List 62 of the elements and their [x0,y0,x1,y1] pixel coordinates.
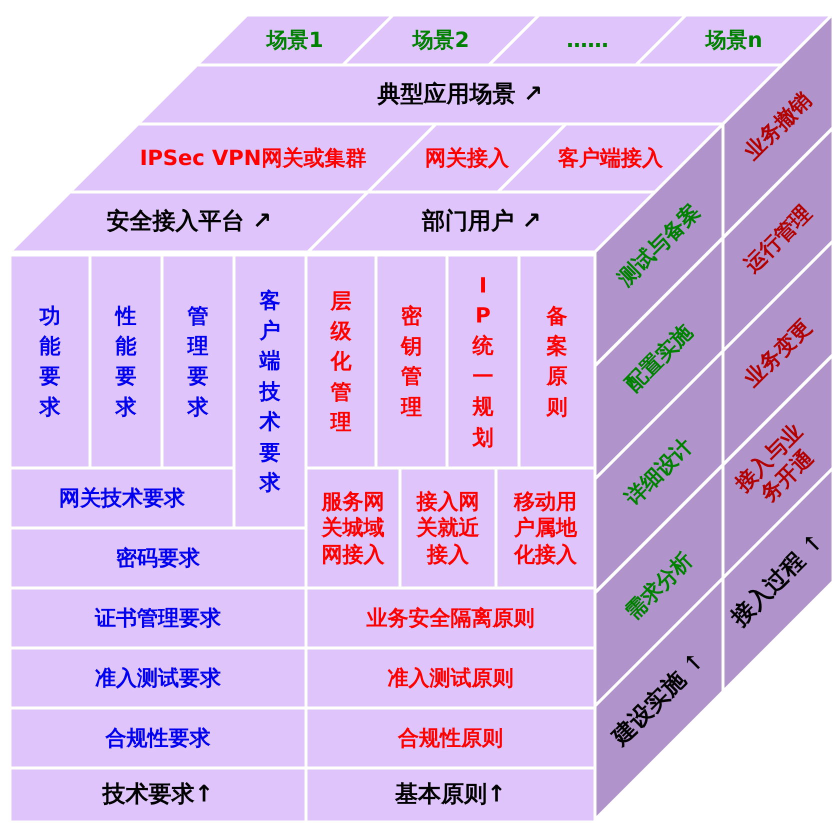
cell-label: 场景1 [266,26,324,54]
cell-label: 业务安全隔离原则 [366,604,534,632]
cube-front-cell [496,468,595,588]
cell-label: 部门用户 ↗ [422,208,542,236]
cube-front-cell [162,255,234,468]
cell-label: 功能要求 [38,302,62,421]
cube-front-cell [519,255,595,468]
cell-label: 准入测试原则 [388,664,514,692]
cell-label: 建设实施 ↑ [606,646,712,752]
cell-label: IPSec VPN网关或集群 [140,144,366,172]
cell-label: 服务网关城域网接入 [320,488,386,568]
cell-label: 配置实施 [620,319,698,398]
cube-front-cell [447,255,519,468]
cube-front-cell [306,588,595,648]
cube-front-cell [306,648,595,708]
cell-label: 网关接入 [425,144,509,172]
cube-front-cell [90,255,162,468]
cell-label: 客户端技术要求 [258,286,282,497]
cell-label: IP统一规划 [472,272,494,452]
cell-label: 管理要求 [186,302,210,421]
cube-front-cell [306,468,400,588]
cell-label: 需求分析 [620,546,698,625]
cube-front-cell [10,768,306,822]
cube-front-cell [306,255,376,468]
cube-front-cell [10,588,306,648]
cube-front-cell [306,708,595,768]
cell-label: 接入与业务开通 [728,417,819,509]
cell-label: 接入网关就近接入 [415,488,480,568]
cell-label: 备案原则 [546,302,568,421]
cell-label: 业务撤销 [739,86,817,165]
cell-label: 技术要求↑ [102,780,214,810]
cell-label: 合规性要求 [106,724,210,752]
cell-label: 密钥管理 [400,302,423,421]
cell-label: 基本原则↑ [394,780,506,810]
cell-label: 测试与备案 [612,198,706,292]
cell-label: 密码要求 [116,544,200,572]
cube-front-cell [10,708,306,768]
cell-label: 证书管理要求 [95,604,221,632]
cube-front-cell [10,255,90,468]
cube-front-cell [400,468,496,588]
cell-label: 移动用户属地化接入 [512,488,578,568]
cell-label: 运行管理 [739,200,817,278]
cell-label: 层级化管理 [330,287,352,436]
cell-label: 合规性原则 [398,724,503,752]
cell-label: 场景2 [412,26,470,54]
cell-label: 典型应用场景 ↗ [377,80,543,109]
cell-label: 详细设计 [620,433,698,511]
cell-label: 场景n [706,26,762,54]
cube-front-cell [10,648,306,708]
cell-label: 安全接入平台 ↗ [106,208,272,236]
cell-label: 业务变更 [739,314,817,392]
cell-label: 性能要求 [114,302,138,421]
cell-label: 准入测试要求 [95,664,221,692]
cube-front-cell [234,255,306,528]
cube-front-cell [306,768,595,822]
cube-front-cell [10,528,306,588]
cube-front-cell [10,468,234,528]
cell-label: …… [566,26,608,54]
cube-front-cell [376,255,447,468]
cell-label: 接入过程 ↑ [726,528,830,633]
cell-label: 网关技术要求 [59,484,185,512]
cell-label: 客户端接入 [558,144,663,172]
